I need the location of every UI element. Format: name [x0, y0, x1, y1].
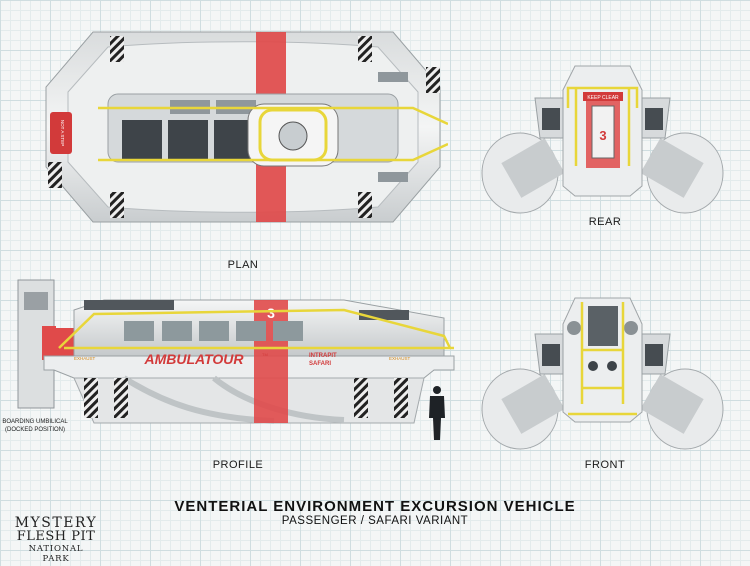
drawing-subtitle: PASSENGER / SAFARI VARIANT: [281, 515, 469, 527]
drawing-title: VENTERIAL ENVIRONMENT EXCURSION VEHICLE: [174, 498, 576, 515]
rear-label: REAR: [588, 216, 622, 228]
hatch-warning-plate: [50, 112, 72, 154]
plan-view: NOT A STEP: [45, 31, 448, 223]
plan-label: PLAN: [227, 259, 259, 271]
front-view: [481, 297, 724, 450]
exhaust-label-rear: EXHAUST: [389, 356, 411, 361]
passenger-windows: [124, 321, 303, 341]
human-scale-figure: [429, 386, 445, 440]
logo-line-1: MYSTERY: [14, 515, 98, 531]
brand-trademark: TM: [262, 352, 268, 357]
exhaust-label-front: EXHAUST: [74, 356, 96, 361]
brand-wordmark: AMBULATOUR: [143, 351, 244, 367]
rear-view: KEEP CLEAR 3: [481, 65, 724, 214]
logo-line-2: FLESH PIT: [16, 529, 96, 544]
profile-view: 3 AMBULATOUR TM INTRAPIT SAFARI EXHAUST …: [17, 279, 455, 440]
profile-unit-number: 3: [267, 305, 275, 321]
keep-clear-label: KEEP CLEAR: [587, 95, 619, 101]
park-logo: MYSTERY FLESH PIT NATIONAL PARK: [14, 516, 98, 564]
profile-label: PROFILE: [212, 459, 264, 471]
side-text-intrapit: INTRAPIT: [309, 353, 337, 359]
rear-unit-number: 3: [599, 128, 606, 143]
not-a-step-label: NOT A STEP: [60, 120, 65, 146]
logo-line-3: NATIONAL PARK: [28, 544, 84, 564]
umbilical-note: BOARDING UMBILICAL (DOCKED POSITION): [2, 419, 68, 433]
roof-vents: [122, 120, 254, 160]
side-text-safari: SAFARI: [309, 361, 331, 367]
front-label: FRONT: [584, 459, 626, 471]
